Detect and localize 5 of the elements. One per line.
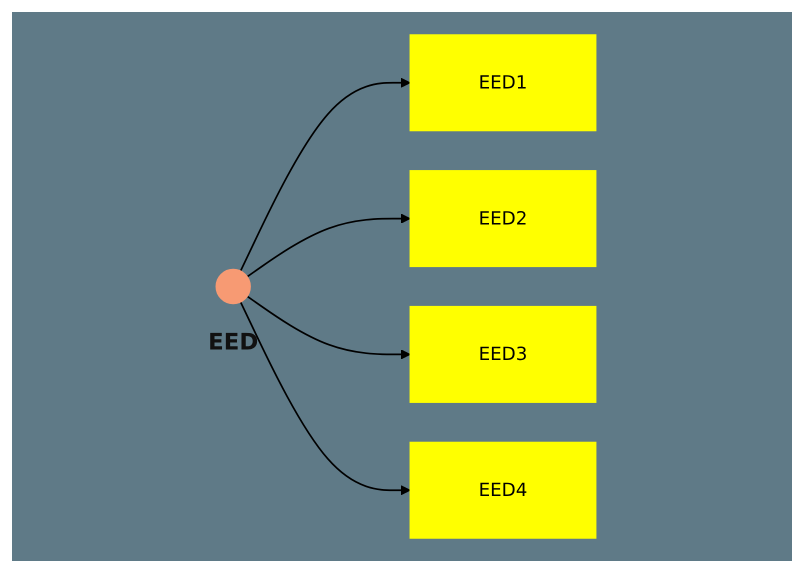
node-label: EED4 xyxy=(478,478,528,502)
node-label: EED3 xyxy=(478,342,528,367)
node-label: EED1 xyxy=(478,70,528,96)
node-label: EED2 xyxy=(478,206,528,231)
node-caption: EED xyxy=(208,329,258,356)
